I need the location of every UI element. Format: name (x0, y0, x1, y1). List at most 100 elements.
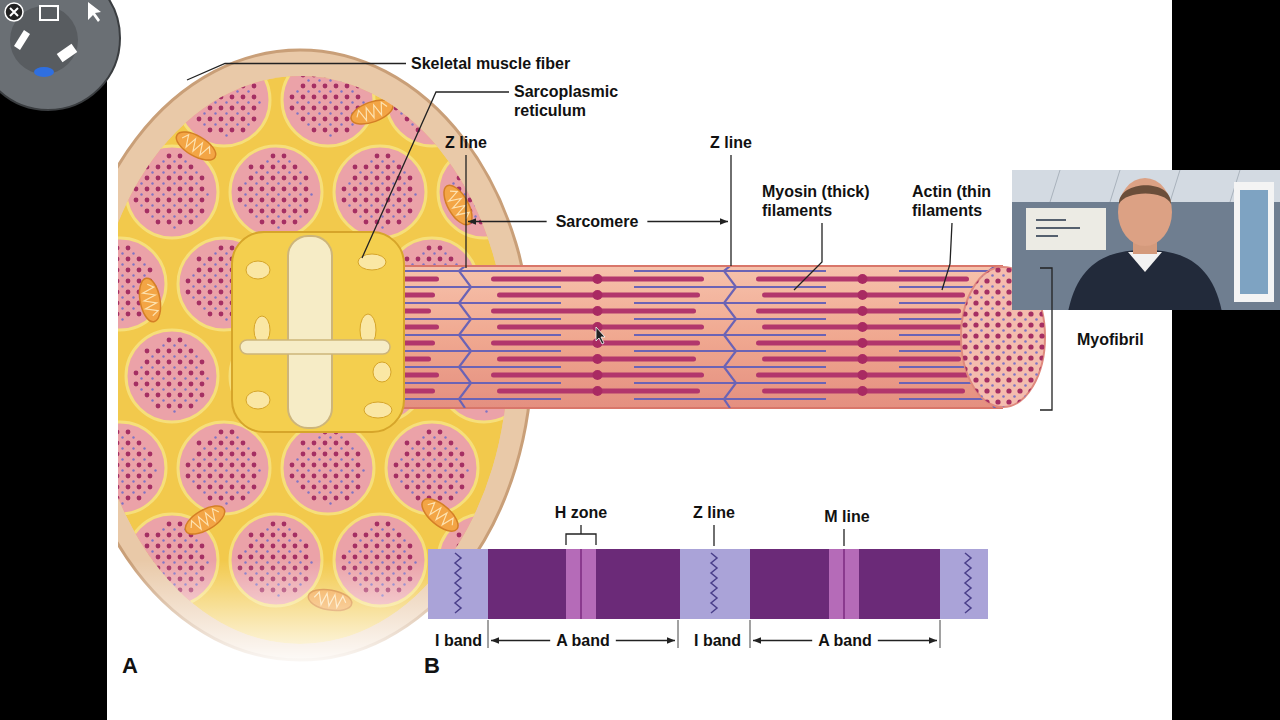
actin-filament (634, 366, 826, 368)
filament-dot (271, 533, 276, 538)
filament-dot (411, 447, 413, 449)
filament-dot (353, 165, 358, 170)
filament-dot (984, 344, 989, 349)
filament-dot (304, 544, 309, 549)
filament-dot (282, 220, 287, 225)
filament-dot (312, 441, 317, 446)
filament-dot (148, 106, 153, 111)
filament-dot (392, 550, 394, 552)
filament-dot (969, 285, 972, 288)
filament-dot (969, 340, 972, 343)
filament-dot (449, 452, 454, 457)
filament-dot (381, 204, 383, 206)
filament-dot (438, 463, 443, 468)
filament-dot (293, 555, 298, 560)
filament-dot (1046, 362, 1049, 365)
filament-dot (485, 193, 487, 195)
m-line-dot (593, 370, 603, 380)
filament-dot (422, 480, 424, 482)
filament-dot (318, 458, 320, 460)
filament-dot (195, 204, 197, 206)
filament-dot (219, 128, 224, 133)
filament-dot (403, 182, 405, 184)
filament-dot (225, 296, 227, 298)
filament-dot (225, 79, 227, 81)
filament-dot (118, 117, 119, 122)
filament-dot (167, 154, 172, 159)
filament-dot (403, 171, 405, 173)
filament-dot (381, 226, 383, 228)
filament-dot (249, 198, 254, 203)
filament-dot (422, 90, 424, 92)
filament-dot (230, 463, 235, 468)
filament-dot (260, 176, 265, 181)
filament-dot (200, 209, 205, 214)
filament-dot (460, 117, 465, 122)
filament-dot (277, 193, 279, 195)
filament-dot (255, 193, 257, 195)
filament-dot (507, 539, 509, 541)
filament-dot (173, 377, 175, 379)
filament-dot (241, 496, 246, 501)
filament-dot (312, 106, 317, 111)
filament-dot (271, 209, 276, 214)
filament-dot (403, 215, 405, 217)
filament-dot (375, 198, 380, 203)
filament-dot (132, 491, 134, 493)
filament-dot (460, 474, 465, 479)
filament-dot (345, 485, 350, 490)
filament-dot (312, 73, 317, 78)
filament-dot (134, 187, 139, 192)
filament-dot (277, 160, 279, 162)
filament-dot (356, 485, 361, 490)
myofibril-edge (340, 265, 1003, 267)
filament-dot (307, 491, 309, 493)
filament-dot (203, 112, 205, 114)
filament-dot (244, 193, 246, 195)
filament-dot (973, 311, 978, 316)
filament-dot (449, 474, 454, 479)
band-segment (750, 549, 940, 619)
filament-dot (449, 106, 454, 111)
filament-dot (427, 474, 432, 479)
filament-dot (126, 73, 131, 78)
filament-dot (121, 318, 123, 320)
filament-dot (1046, 329, 1049, 332)
filament-dot (353, 176, 358, 181)
filament-dot (392, 528, 394, 530)
filament-dot (208, 301, 213, 306)
filament-dot (438, 128, 443, 133)
filament-dot (118, 128, 119, 133)
filament-dot (512, 176, 517, 181)
filament-dot (189, 360, 194, 365)
filament-dot (225, 252, 227, 254)
filament-dot (304, 555, 309, 560)
filament-dot (121, 458, 123, 460)
filament-dot (126, 452, 131, 457)
filament-dot (167, 522, 172, 527)
filament-dot (457, 533, 462, 538)
filament-dot (282, 176, 287, 181)
filament-dot (485, 171, 487, 173)
filament-dot (244, 182, 246, 184)
filament-dot (167, 382, 172, 387)
filament-dot (962, 311, 967, 316)
filament-dot (230, 246, 235, 251)
myofibril-section-outline (118, 54, 166, 146)
filament-dot (449, 95, 454, 100)
filament-dot (208, 474, 213, 479)
filament-dot (479, 198, 484, 203)
filament-dot (132, 263, 134, 265)
band-boundary-tick (488, 620, 489, 648)
filament-dot (206, 377, 208, 379)
filament-dot (1028, 311, 1033, 316)
filament-dot (162, 171, 164, 173)
filament-dot (197, 463, 202, 468)
filament-dot (1039, 311, 1044, 316)
filament-dot (266, 550, 268, 552)
filament-dot (323, 106, 328, 111)
filament-dot (969, 373, 972, 376)
filament-dot (397, 544, 402, 549)
filament-dot (271, 187, 276, 192)
filament-dot (132, 68, 134, 70)
